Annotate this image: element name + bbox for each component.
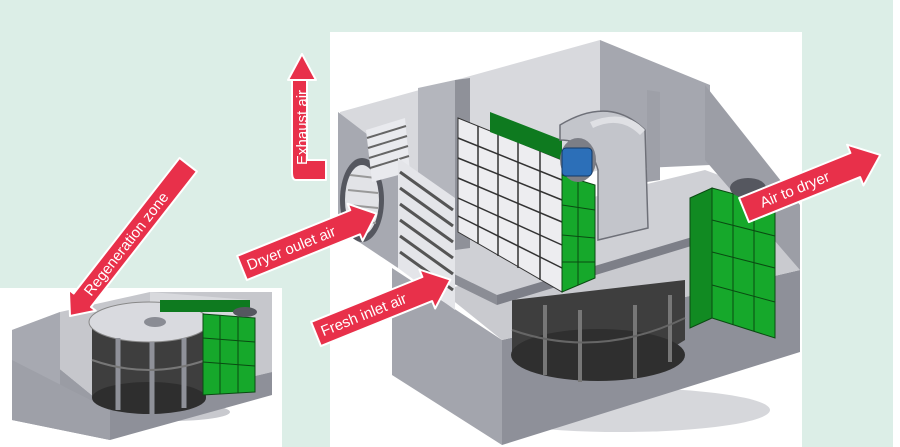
inset-housing xyxy=(12,292,272,440)
green-filter-right xyxy=(689,187,776,339)
inset-green-filter xyxy=(160,300,256,396)
green-filter-upper xyxy=(490,112,596,293)
grid-filter-panel xyxy=(457,117,563,293)
exhaust-air-arrow: Exhaust air xyxy=(287,53,327,181)
desiccant-wheel xyxy=(511,280,686,382)
label-exhaust-air: Exhaust air xyxy=(294,90,311,165)
main-housing xyxy=(338,40,800,445)
blower-fan xyxy=(559,110,649,241)
right-edge-panel xyxy=(893,0,900,447)
motor xyxy=(561,147,593,177)
inset-wheel xyxy=(88,301,210,414)
